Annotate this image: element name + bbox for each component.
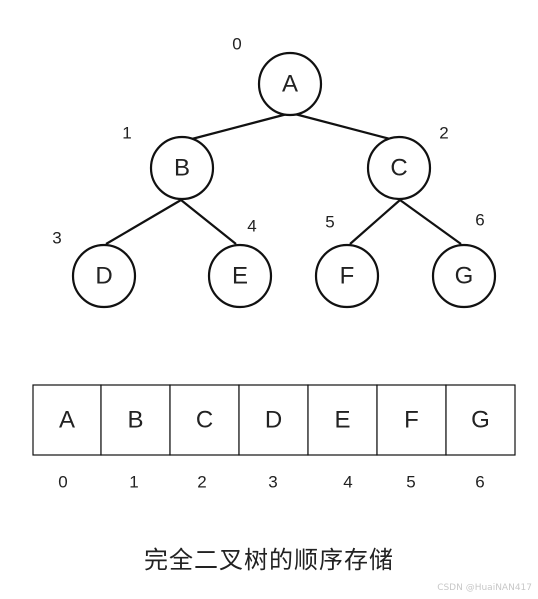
node-label: C xyxy=(390,155,407,182)
tree-node-E: E xyxy=(207,243,273,309)
edge-C-G xyxy=(399,199,462,245)
watermark: CSDN @HuaiNAN417 xyxy=(437,583,532,593)
array-cell-value: F xyxy=(404,407,419,434)
edge-A-C xyxy=(290,111,395,142)
array-index-2: 2 xyxy=(197,473,206,492)
array-index-4: 4 xyxy=(343,473,352,492)
array-index-6: 6 xyxy=(475,473,484,492)
array-cell-box xyxy=(307,384,378,456)
node-index-0: 0 xyxy=(232,35,241,54)
diagram-caption: 完全二叉树的顺序存储 xyxy=(144,546,394,574)
array-cell-3: D xyxy=(238,384,309,456)
tree-node-B: B xyxy=(149,135,215,201)
tree-diagram: A B C D E F G 0 1 2 3 4 5 6 A B C D E F G 0 1 2 3 4 5 6 xyxy=(32,35,516,492)
array-cell-4: E xyxy=(307,384,378,456)
tree-edges xyxy=(105,111,462,245)
array-cell-1: B xyxy=(100,384,171,456)
tree-node-indices: 0 1 2 3 4 5 6 xyxy=(52,35,484,248)
node-circle xyxy=(431,243,497,309)
edge-B-D xyxy=(105,199,182,245)
array-index-5: 5 xyxy=(406,473,415,492)
node-index-2: 2 xyxy=(439,124,448,143)
array-cell-box xyxy=(376,384,447,456)
array-cell-5: F xyxy=(376,384,447,456)
node-index-3: 3 xyxy=(52,229,61,248)
node-index-5: 5 xyxy=(325,213,334,232)
array-cell-0: A xyxy=(32,384,102,456)
array-cell-box xyxy=(100,384,171,456)
node-circle xyxy=(366,135,432,201)
array-cell-box xyxy=(169,384,240,456)
array-index-0: 0 xyxy=(58,473,67,492)
array-cell-value: E xyxy=(334,407,350,434)
edge-C-F xyxy=(349,199,401,245)
array-cell-2: C xyxy=(169,384,240,456)
node-label: E xyxy=(232,263,248,290)
tree-node-G: G xyxy=(431,243,497,309)
node-label: D xyxy=(95,263,112,290)
array-cell-value: C xyxy=(196,407,213,434)
node-circle xyxy=(149,135,215,201)
node-label: F xyxy=(340,263,355,290)
node-index-1: 1 xyxy=(122,124,131,143)
node-circle xyxy=(257,51,323,117)
node-label: A xyxy=(282,71,298,98)
node-label: B xyxy=(174,155,190,182)
array-cell-value: A xyxy=(59,407,75,434)
node-index-6: 6 xyxy=(475,211,484,230)
storage-array: A B C D E F G 0 1 2 3 4 5 6 xyxy=(32,384,516,492)
tree-node-A: A xyxy=(257,51,323,117)
tree-node-C: C xyxy=(366,135,432,201)
tree-nodes: A B C D E F G xyxy=(71,51,497,309)
array-index-1: 1 xyxy=(129,473,138,492)
tree-node-F: F xyxy=(314,243,380,309)
array-cell-value: G xyxy=(471,407,490,434)
edge-B-E xyxy=(180,199,237,245)
node-index-4: 4 xyxy=(247,217,256,236)
array-cell-box xyxy=(32,384,102,456)
array-cell-value: D xyxy=(265,407,282,434)
edge-A-B xyxy=(187,111,292,142)
tree-node-D: D xyxy=(71,243,137,309)
array-cell-6: G xyxy=(445,384,516,456)
node-circle xyxy=(71,243,137,309)
node-circle xyxy=(207,243,273,309)
array-cell-box xyxy=(445,384,516,456)
array-index-3: 3 xyxy=(268,473,277,492)
node-label: G xyxy=(455,263,474,290)
array-cell-value: B xyxy=(127,407,143,434)
node-circle xyxy=(314,243,380,309)
